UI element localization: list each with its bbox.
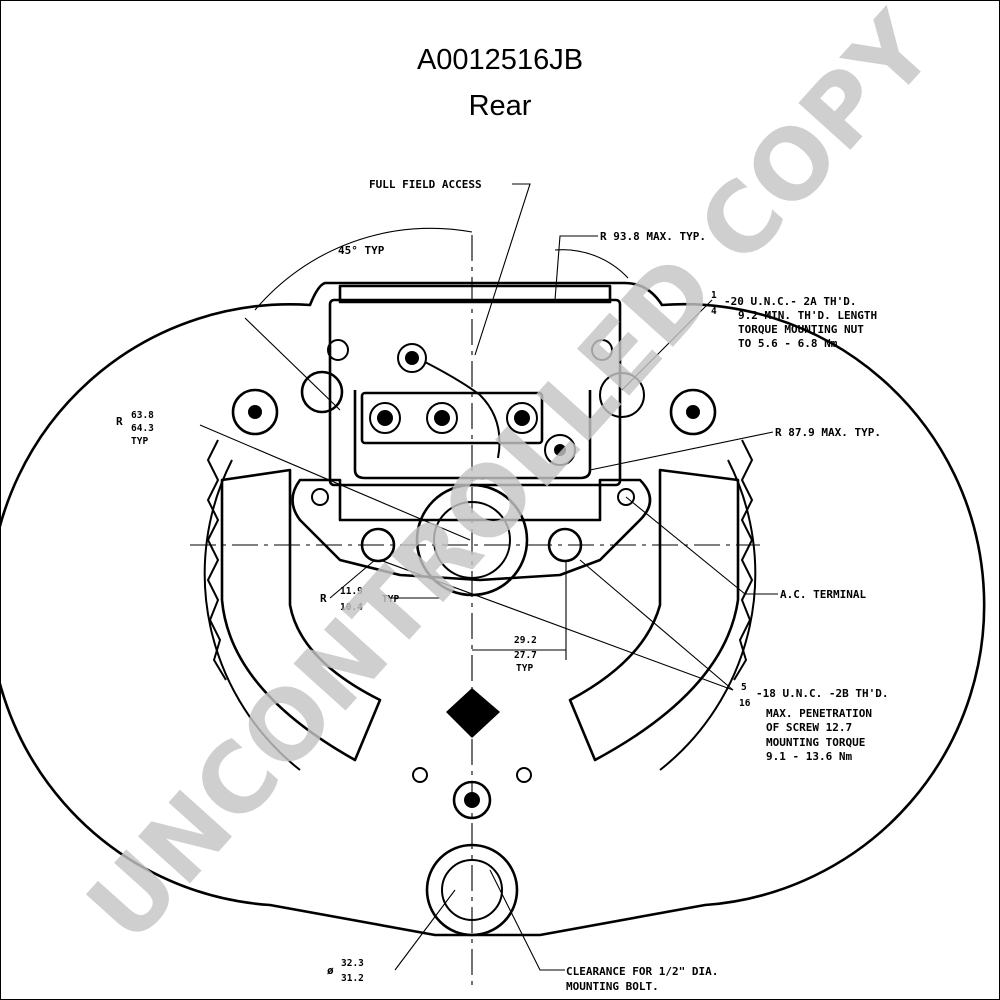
terminal-stud-2: [369, 402, 401, 434]
label-thread-quarter-4: TO 5.6 - 6.8 Nm: [738, 337, 838, 350]
terminal-stud-2-core: [377, 410, 393, 426]
terminal-stud-1: [397, 343, 427, 373]
rim-scallops: [207, 439, 753, 681]
label-clearance-1: CLEARANCE FOR 1/2" DIA.: [566, 965, 718, 978]
leader-thread-516-a: [579, 559, 734, 691]
label-r93: R 93.8 MAX. TYP.: [600, 230, 706, 243]
terminal-stud-5: [544, 434, 576, 466]
diamond-mark: [446, 688, 500, 738]
hole-top-left: [327, 339, 349, 361]
leader-r93: [554, 235, 598, 301]
mounting-boss-right-core: [686, 405, 700, 419]
label-full-field-access: FULL FIELD ACCESS: [369, 178, 482, 191]
label-thread-quarter-2: 9.2 MIN. TH'D. LENGTH: [738, 309, 877, 322]
terminal-stud-3-core: [434, 410, 450, 426]
label-dim29-top: 29.2: [514, 635, 537, 646]
label-r63-typ: TYP: [131, 436, 148, 447]
label-clearance-2: MOUNTING BOLT.: [566, 980, 659, 993]
label-ac-terminal: A.C. TERMINAL: [780, 588, 866, 601]
leader-r63: [199, 424, 471, 541]
label-thread-516-3: OF SCREW 12.7: [766, 721, 852, 734]
label-thread-quarter-num: 1: [711, 290, 717, 301]
terminal-stud-4-core: [514, 410, 530, 426]
mounting-boss-right: [669, 388, 717, 436]
terminal-block: [360, 391, 544, 445]
label-thread-516-2: MAX. PENETRATION: [766, 707, 872, 720]
leader-clearance: [489, 869, 565, 971]
label-diameter-top: 32.3: [341, 958, 364, 969]
label-r119-typ: TYP: [382, 594, 399, 605]
label-r119-top: 11.9: [340, 586, 363, 597]
leader-r119: [329, 559, 376, 599]
label-r63-bot: 64.3: [131, 423, 154, 434]
angle-arc: [254, 227, 473, 311]
label-r63-prefix: R: [116, 415, 123, 428]
leader-r93-arc: [554, 249, 629, 279]
label-r119-prefix: R: [320, 592, 327, 605]
view-label: Rear: [468, 90, 532, 122]
stud-top-left: [300, 370, 344, 414]
leader-r87: [589, 431, 774, 471]
label-diameter-prefix: ø: [327, 964, 334, 977]
mounting-boss-left-core: [248, 405, 262, 419]
hole-top-right: [591, 339, 613, 361]
label-thread-516-den: 16: [739, 698, 751, 709]
field-wire: [424, 361, 501, 459]
terminal-stud-1-core: [405, 351, 419, 365]
hole-right: [617, 488, 635, 506]
terminal-stud-4: [506, 402, 538, 434]
leader-full-field: [474, 183, 531, 356]
label-thread-516-4: MOUNTING TORQUE: [766, 736, 865, 749]
housing-outline: [0, 281, 986, 937]
label-r63-top: 63.8: [131, 410, 154, 421]
leader-thread-516-b: [379, 559, 734, 691]
label-dim29-bot: 27.7: [514, 650, 537, 661]
hole-left: [311, 488, 329, 506]
leader-quarter-thread: [621, 299, 713, 391]
label-diameter-bot: 31.2: [341, 973, 364, 984]
leader-ac-terminal: [625, 496, 778, 595]
regulator-top: [338, 284, 612, 304]
label-thread-quarter-3: TORQUE MOUNTING NUT: [738, 323, 864, 336]
label-thread-516-num: 5: [741, 682, 747, 693]
watermark-uncontrolled-copy: UNCONTROLLED COPY: [66, 0, 956, 963]
leader-diameter: [394, 889, 456, 971]
vent-left: [220, 468, 382, 762]
label-thread-quarter-1: -20 U.N.C.- 2A TH'D.: [724, 295, 856, 308]
inner-ring-left: [203, 459, 301, 771]
label-r87: R 87.9 MAX. TYP.: [775, 426, 881, 439]
terminal-stud-3: [426, 402, 458, 434]
ac-terminal-stud: [599, 372, 645, 418]
label-r119-bot: 10.4: [340, 602, 363, 613]
bridge-plate: [291, 478, 652, 582]
label-angle-typ: 45° TYP: [338, 244, 385, 257]
inner-ring-right: [659, 459, 757, 771]
hole-bottom-left: [412, 767, 428, 783]
label-thread-quarter-den: 4: [711, 306, 717, 317]
label-thread-516-5: 9.1 - 13.6 Nm: [766, 750, 852, 763]
label-thread-516-1: -18 U.N.C. -2B TH'D.: [756, 687, 888, 700]
hole-bottom-right: [516, 767, 532, 783]
angle-leader: [244, 317, 341, 411]
label-dim29-typ: TYP: [516, 663, 533, 674]
mounting-boss-left: [231, 388, 279, 436]
part-number-title: A0012516JB: [416, 44, 584, 76]
vent-right: [568, 468, 740, 762]
terminal-stud-5-core: [554, 444, 566, 456]
